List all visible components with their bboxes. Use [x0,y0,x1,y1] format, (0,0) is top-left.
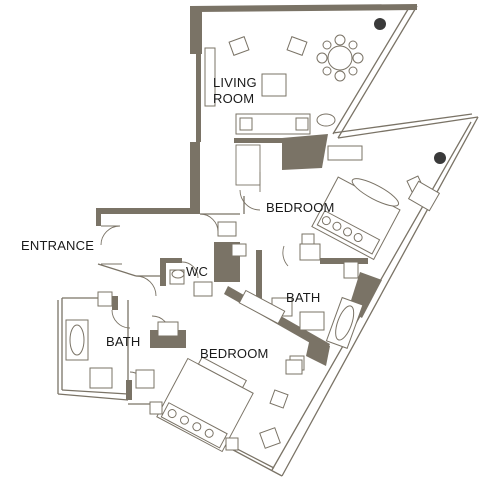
wc-fixtures [169,221,247,297]
living-room-furniture [204,18,386,135]
label-wc: WC [186,264,209,279]
label-bath-right: BATH [286,290,321,305]
left-bath-fixtures [65,291,179,389]
label-bath-left: BATH [106,334,141,349]
upper-bedroom-furniture [301,145,446,261]
label-entrance: ENTRANCE [21,238,95,253]
label-living-room: LIVING ROOM [213,75,257,106]
right-bath-fixtures [238,243,364,371]
label-bedroom-upper: BEDROOM [266,200,335,215]
lower-bedroom-furniture [149,356,303,453]
label-bedroom-lower: BEDROOM [200,346,269,361]
